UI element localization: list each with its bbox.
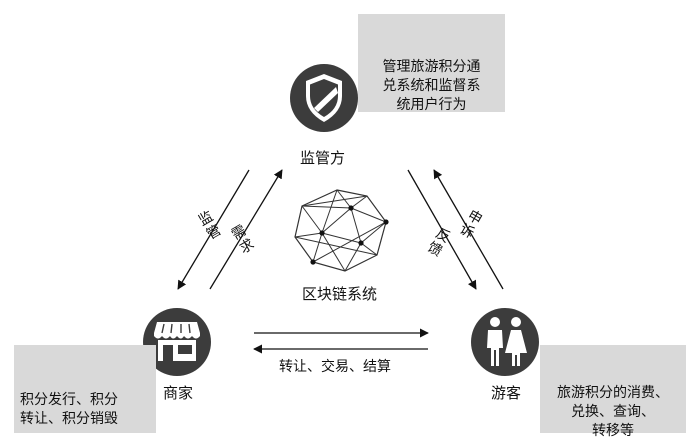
arrow-merchant-to-regulator [209,169,283,290]
regulator-description-box: 管理旅游积分通 兑系统和监督系 统用户行为 [358,14,505,113]
regulator-node [290,64,358,132]
tourist-description-box: 旅游积分的消费、 兑换、查询、 转移等 [540,345,686,439]
arrow-regulator-to-merchant [177,169,250,290]
tourist-label: 游客 [491,384,522,402]
tourist-node [471,308,539,376]
blockchain-label: 区块链系统 [302,285,378,303]
merchant-description: 积分发行、积分 转让、积分销毁 [20,392,118,427]
flow-label-transfer-trade-settle: 转让、交易、结算 [279,359,391,375]
regulator-label: 监管方 [300,149,346,167]
arrow-regulator-to-tourist [407,169,477,290]
blockchain-network-icon [294,189,389,272]
people-icon [487,317,527,366]
store-icon [154,322,200,361]
arrow-tourist-to-regulator [433,169,504,290]
merchant-description-box: 积分发行、积分 转让、积分销毁 [14,345,156,433]
regulator-description: 管理旅游积分通 兑系统和监督系 统用户行为 [382,59,481,113]
merchant-node [143,308,211,376]
shield-icon [306,74,342,122]
merchant-label: 商家 [163,384,194,402]
tourist-description: 旅游积分的消费、 兑换、查询、 转移等 [557,385,669,439]
